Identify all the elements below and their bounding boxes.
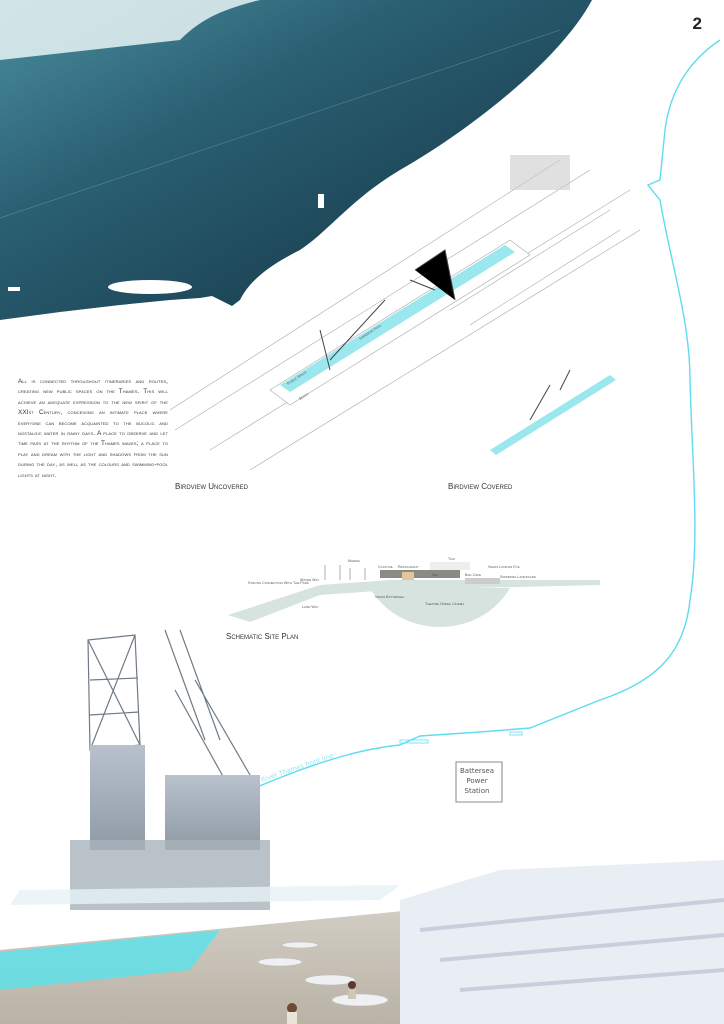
birdview-label-beach: Beach: [298, 392, 309, 401]
battersea-power-station-label: Battersea Power Station: [459, 767, 494, 795]
thames-water-aerial: [0, 0, 592, 320]
intro-paragraph: All is connected throughout itineraries …: [18, 378, 168, 479]
label-cocktail: Cocktail: [378, 565, 394, 569]
site-plan-caption: Schematic Site Plan: [226, 632, 299, 641]
label-views-london-eye: Views London Eye: [488, 565, 520, 569]
label-land-way: Land Way: [302, 605, 319, 609]
label-theatre: Theatre Opera Cinema: [425, 602, 464, 606]
render-cranes-pool-deck: [0, 629, 724, 1024]
page-number: 2: [692, 14, 702, 33]
label-restaurant: Restaurant: [398, 565, 419, 569]
label-strong-connection: Strong Connection With The Park: [248, 581, 309, 585]
label-taxi: Taxi: [448, 557, 455, 561]
schematic-site-plan: Strong Connection With The Park Water Wa…: [228, 557, 600, 627]
birdview-uncovered-caption: Birdview Uncovered: [175, 482, 249, 491]
label-spa: Spa: [432, 573, 438, 577]
label-views-battersea: Views Battersea: [375, 595, 404, 599]
label-marina: Marina: [348, 559, 360, 563]
birdview-isometric-drawing: Swimming Pool Public Space Beach: [170, 155, 640, 471]
birdview-covered-caption: Birdview Covered: [448, 482, 513, 491]
label-water-way: Water Way: [300, 578, 319, 582]
label-swimming-landscape: Swimming Landscape: [500, 575, 536, 579]
label-bar-cafe: Bar Cafe: [465, 573, 481, 577]
